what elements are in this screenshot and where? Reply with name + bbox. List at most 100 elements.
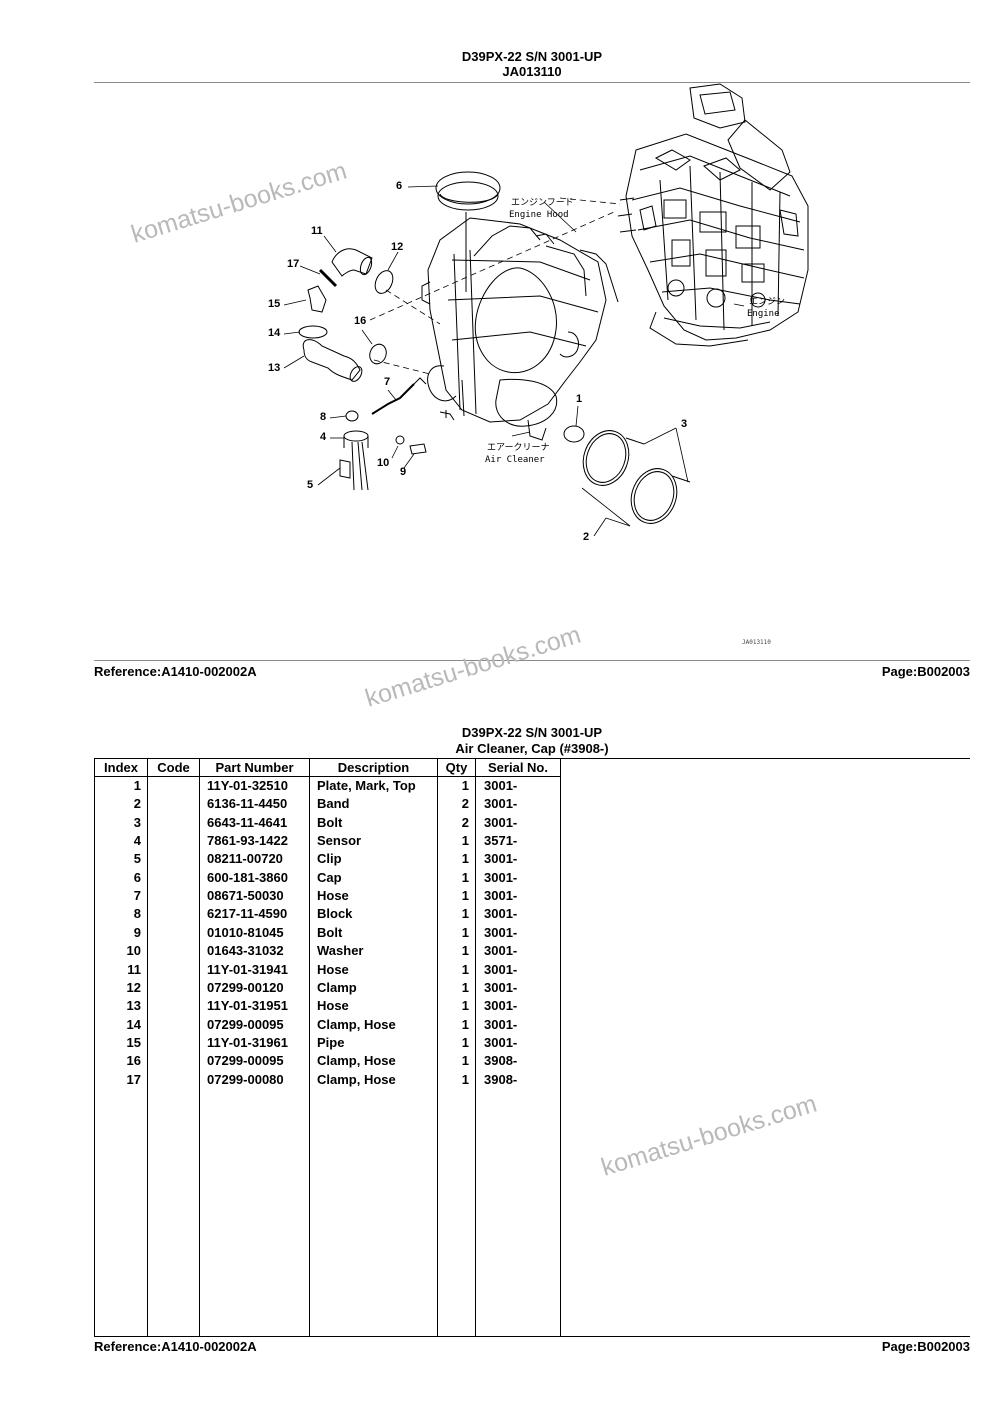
callout-14: 14 bbox=[268, 327, 281, 339]
cell-qty: 1 bbox=[461, 1034, 469, 1050]
cell-index: 12 bbox=[126, 979, 141, 995]
cell-description: Bolt bbox=[317, 814, 343, 830]
cell-part-number: 08211-00720 bbox=[207, 851, 283, 867]
washer-part-10 bbox=[395, 435, 405, 445]
cell-description: Clip bbox=[317, 851, 342, 867]
top-page-number: Page:B002003 bbox=[881, 664, 970, 679]
air-cleaner-label-jp: エアークリーナ bbox=[487, 443, 550, 453]
engine-hood-label-jp: エンジンフード bbox=[511, 198, 574, 208]
table-top-rule bbox=[94, 758, 970, 759]
cell-description: Block bbox=[317, 906, 353, 922]
callout-3: 3 bbox=[681, 418, 688, 430]
callout-1: 1 bbox=[576, 393, 583, 405]
bolt-part-3a bbox=[625, 437, 645, 445]
figure-tag: JA013110 bbox=[742, 639, 771, 646]
clamp-part-12 bbox=[374, 270, 394, 294]
cell-serial-no: 3001- bbox=[484, 998, 518, 1014]
section-title: Air Cleaner, Cap (#3908-) bbox=[455, 741, 609, 756]
exploded-parts-diagram bbox=[283, 83, 809, 537]
cell-qty: 1 bbox=[461, 943, 469, 959]
cell-qty: 1 bbox=[461, 979, 469, 995]
cell-part-number: 6136-11-4450 bbox=[207, 796, 288, 812]
cell-serial-no: 3001- bbox=[484, 851, 518, 867]
band-part-2b bbox=[630, 468, 678, 524]
pipe-part-15 bbox=[307, 285, 327, 313]
cell-description: Plate, Mark, Top bbox=[317, 778, 416, 793]
cell-index: 9 bbox=[133, 924, 141, 940]
hose-part-11 bbox=[331, 248, 373, 277]
cell-serial-no: 3001- bbox=[484, 796, 518, 812]
top-reference: Reference:A1410-002002A bbox=[94, 664, 257, 679]
cell-index: 14 bbox=[126, 1016, 141, 1032]
header-serial-no: Serial No. bbox=[488, 760, 548, 775]
cell-qty: 2 bbox=[461, 814, 469, 830]
cell-index: 7 bbox=[133, 888, 141, 904]
cell-serial-no: 3001- bbox=[484, 979, 518, 995]
hose-part-13 bbox=[302, 339, 361, 381]
cell-index: 1 bbox=[133, 778, 141, 793]
cell-qty: 1 bbox=[461, 1053, 469, 1069]
callout-16: 16 bbox=[354, 315, 367, 327]
callout-4: 4 bbox=[320, 431, 327, 443]
cell-part-number: 600-181-3860 bbox=[207, 869, 288, 885]
cell-part-number: 01010-81045 bbox=[207, 924, 284, 940]
bottom-footer-rule bbox=[94, 1336, 970, 1337]
plate-part-1 bbox=[563, 425, 585, 443]
hose-part-7 bbox=[371, 383, 415, 415]
cell-serial-no: 3001- bbox=[484, 906, 518, 922]
cell-qty: 1 bbox=[461, 1016, 469, 1032]
cell-serial-no: 3908- bbox=[484, 1053, 518, 1069]
callout-17: 17 bbox=[287, 258, 300, 270]
cell-serial-no: 3001- bbox=[484, 778, 518, 793]
cell-serial-no: 3001- bbox=[484, 1034, 518, 1050]
cell-part-number: 6643-11-4641 bbox=[207, 814, 288, 830]
clamp-part-14 bbox=[298, 325, 328, 339]
watermark-3: komatsu-books.com bbox=[598, 1089, 821, 1182]
cell-part-number: 11Y-01-32510 bbox=[207, 778, 288, 793]
cell-part-number: 07299-00080 bbox=[207, 1071, 284, 1087]
cell-index: 15 bbox=[126, 1034, 141, 1050]
cell-part-number: 07299-00095 bbox=[207, 1053, 284, 1069]
callout-2: 2 bbox=[583, 531, 590, 543]
cell-serial-no: 3001- bbox=[484, 869, 518, 885]
cell-description: Sensor bbox=[317, 833, 362, 849]
cap-part-6 bbox=[435, 171, 501, 205]
cell-part-number: 01643-31032 bbox=[207, 943, 284, 959]
cell-serial-no: 3001- bbox=[484, 943, 518, 959]
bolt-part-3b bbox=[671, 475, 691, 483]
header-part-number: Part Number bbox=[215, 760, 294, 775]
cell-qty: 1 bbox=[461, 924, 469, 940]
air-cleaner-housing-drawing bbox=[421, 217, 619, 441]
cell-index: 2 bbox=[133, 796, 141, 812]
cell-part-number: 07299-00120 bbox=[207, 979, 284, 995]
cell-part-number: 7861-93-1422 bbox=[207, 833, 288, 849]
cell-serial-no: 3908- bbox=[484, 1071, 518, 1087]
cell-description: Hose bbox=[317, 998, 349, 1014]
cell-description: Cap bbox=[317, 869, 342, 885]
header-description: Description bbox=[337, 760, 410, 775]
cell-index: 3 bbox=[133, 814, 141, 830]
callout-11: 11 bbox=[311, 225, 323, 237]
cell-index: 16 bbox=[126, 1053, 141, 1069]
cell-qty: 1 bbox=[461, 869, 469, 885]
header-code: Code bbox=[157, 760, 190, 775]
cell-description: Band bbox=[317, 796, 350, 812]
cell-qty: 1 bbox=[461, 1071, 469, 1087]
cell-description: Pipe bbox=[317, 1034, 345, 1050]
cell-description: Clamp, Hose bbox=[317, 1016, 396, 1032]
callout-15: 15 bbox=[268, 298, 281, 310]
bolt-part-9 bbox=[409, 443, 427, 455]
clamp-part-17 bbox=[318, 268, 338, 288]
cell-qty: 1 bbox=[461, 833, 469, 849]
callout-5: 5 bbox=[307, 479, 314, 491]
cell-qty: 1 bbox=[461, 961, 469, 977]
table-row: 6 600-181-3860 Cap 1 3001- bbox=[95, 869, 560, 887]
cell-index: 6 bbox=[133, 869, 141, 885]
engine-label-en: Engine bbox=[747, 309, 780, 319]
